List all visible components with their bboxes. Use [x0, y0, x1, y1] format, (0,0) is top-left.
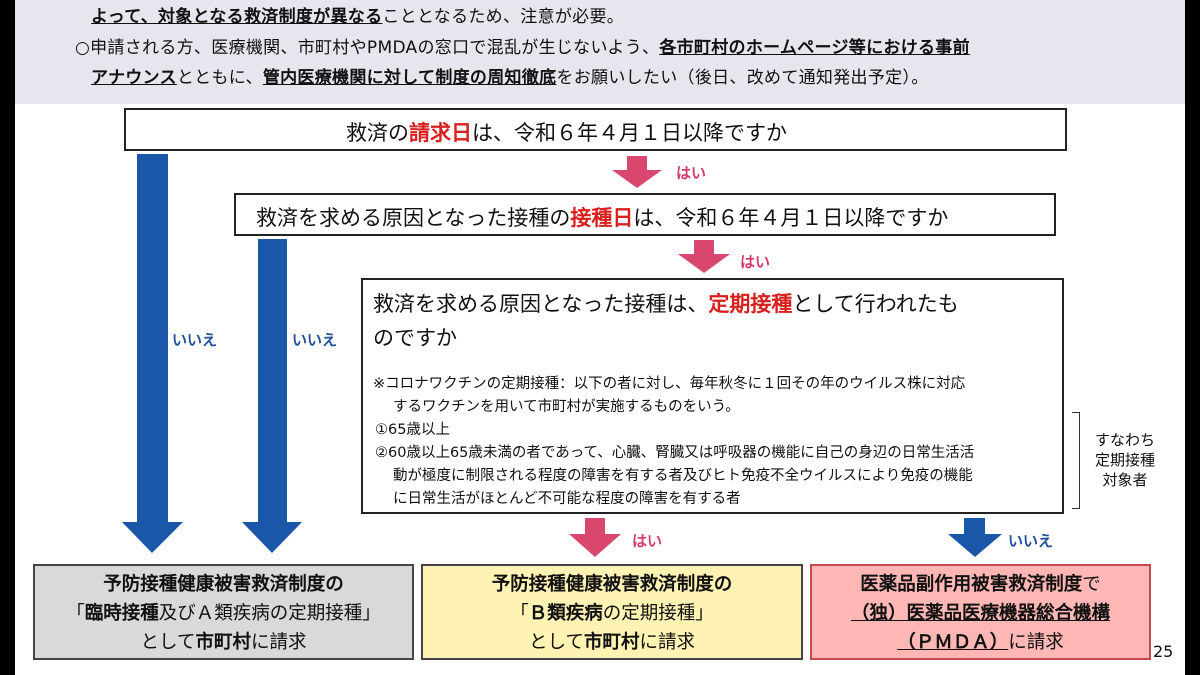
bracket-label: すなわち 定期接種 対象者 — [1086, 430, 1164, 490]
result-title: 予防接種健康被害救済制度の — [491, 574, 733, 595]
notice-text: をお願いしたい（後日、改めて通知発出予定）。 — [556, 68, 929, 88]
notice-text: こととなるため、注意が必要。 — [382, 7, 625, 27]
result-pmda-relief: 医薬品副作用被害救済制度で （独）医薬品医療機器総合機構 （ＰＭＤＡ）に請求 — [810, 564, 1151, 660]
criteria-item-1: ①65歳以上 — [375, 422, 450, 438]
result-emphasis: 市町村 — [583, 632, 640, 653]
text-part: 救済を求める原因となった接種は、 — [373, 292, 709, 316]
question-line-2: のですか — [373, 326, 457, 350]
yes-label-1: はい — [676, 164, 707, 182]
no-label-3: いいえ — [1008, 532, 1054, 550]
notice-emphasis: よって、対象となる救済制度が異なる — [91, 7, 383, 27]
notice-emphasis: 各市町村のホームページ等における事前 — [659, 38, 970, 58]
bracket-label-line: 定期接種 — [1094, 451, 1155, 469]
result-line: （ＰＭＤＡ）に請求 — [812, 628, 1149, 657]
bracket-label-line: すなわち — [1094, 431, 1155, 449]
notice-line-2: ○申請される方、医療機関、市町村やPMDAの窓口で混乱が生じないよう、各市町村の… — [75, 33, 970, 58]
highlight-text: 請求日 — [409, 121, 472, 145]
right-frame-bar — [1185, 0, 1200, 675]
text-part: に請求 — [639, 632, 695, 653]
highlight-text: 接種日 — [570, 206, 634, 230]
result-title: 予防接種健康被害救済制度の — [103, 574, 344, 595]
result-emphasis: 臨時接種 — [84, 603, 159, 624]
result-line: 「臨時接種及びＡ類疾病の定期接種」 — [35, 599, 412, 628]
question-text: 救済を求める原因となった接種の接種日は、令和６年４月１日以降ですか — [256, 202, 948, 232]
question-vaccination-date: 救済を求める原因となった接種の接種日は、令和６年４月１日以降ですか — [234, 193, 1056, 236]
no-label-2: いいえ — [292, 331, 338, 349]
left-frame-bar — [0, 0, 15, 675]
result-line: として市町村に請求 — [423, 628, 801, 657]
text-part: は、令和６年４月１日以降ですか — [633, 206, 949, 230]
page-number: 25 — [1153, 642, 1174, 661]
yes-arrow-2 — [678, 240, 730, 273]
result-emphasis: Ｂ類疾病 — [528, 603, 603, 624]
note-line-2: するワクチンを用いて市町村が実施するものをいう。 — [393, 399, 740, 415]
notice-text: とともに、 — [176, 68, 263, 88]
result-line: として市町村に請求 — [35, 628, 412, 657]
text-part: 」 — [362, 603, 381, 624]
pmda-abbrev: （ＰＭＤＡ） — [897, 632, 1009, 653]
text-part: 及びＡ類疾病の定期接種 — [158, 603, 363, 624]
result-line: 予防接種健康被害救済制度の — [35, 570, 412, 599]
result-line: 「Ｂ類疾病の定期接種」 — [423, 599, 801, 628]
no-arrow-1 — [122, 154, 183, 553]
notice-emphasis: 管内医療機関に対して制度の周知徹底 — [262, 68, 557, 88]
text-part: として行われたも — [792, 292, 959, 316]
bracket-label-line: 対象者 — [1102, 471, 1148, 489]
text-part: として — [140, 632, 196, 653]
result-line: 医薬品副作用被害救済制度で — [812, 570, 1149, 599]
question-line-1: 救済を求める原因となった接種は、定期接種として行われたも — [373, 288, 959, 318]
question-text: 救済の請求日は、令和６年４月１日以降ですか — [346, 117, 787, 147]
criteria-bracket — [1072, 412, 1080, 509]
criteria-item-2: ②60歳以上65歳未満の者であって、心臓、腎臓又は呼吸器の機能に自己の身辺の日常… — [375, 445, 975, 461]
notice-emphasis: アナウンス — [91, 68, 177, 88]
text-part: 「 — [66, 603, 85, 624]
result-local-relief: 予防接種健康被害救済制度の 「臨時接種及びＡ類疾病の定期接種」 として市町村に請… — [33, 564, 414, 660]
text-part: 救済の — [346, 121, 409, 145]
yes-label-3: はい — [632, 532, 663, 550]
text-part: 「 — [510, 603, 529, 624]
text-part: として — [529, 632, 584, 653]
result-title: 医薬品副作用被害救済制度 — [860, 574, 1083, 595]
notice-line-1: よって、対象となる救済制度が異なることとなるため、注意が必要。 — [91, 2, 624, 27]
text-part: は、令和６年４月１日以降ですか — [472, 121, 787, 145]
yes-label-2: はい — [740, 253, 771, 271]
result-line: （独）医薬品医療機器総合機構 — [812, 599, 1149, 628]
highlight-text: 定期接種 — [708, 292, 793, 316]
text-part: に請求 — [1008, 632, 1064, 653]
criteria-item-2-cont: 動が極度に制限される程度の障害を有する者及びヒト免疫不全ウイルスにより免疫の機能 — [393, 468, 973, 484]
question-routine-vaccination: 救済を求める原因となった接種は、定期接種として行われたも のですか ※コロナワク… — [361, 278, 1064, 514]
yes-arrow-3 — [569, 518, 621, 557]
question-claim-date: 救済の請求日は、令和６年４月１日以降ですか — [124, 108, 1067, 151]
no-arrow-3 — [948, 518, 1002, 557]
no-label-1: いいえ — [172, 331, 218, 349]
text-part: に請求 — [250, 632, 307, 653]
result-line: 予防接種健康被害救済制度の — [423, 570, 801, 599]
yes-arrow-1 — [612, 156, 662, 188]
text-part: の定期接種」 — [602, 603, 714, 624]
notice-text: ○申請される方、医療機関、市町村やPMDAの窓口で混乱が生じないよう、 — [75, 38, 660, 58]
text-part: 救済を求める原因となった接種の — [256, 206, 571, 230]
pmda-name: （独）医薬品医療機器総合機構 — [850, 603, 1110, 624]
no-arrow-2 — [242, 239, 302, 553]
text-part: で — [1082, 574, 1101, 595]
result-b-class-relief: 予防接種健康被害救済制度の 「Ｂ類疾病の定期接種」 として市町村に請求 — [421, 564, 803, 660]
notice-panel: よって、対象となる救済制度が異なることとなるため、注意が必要。 ○申請される方、… — [15, 0, 1185, 104]
notice-line-3: アナウンスとともに、管内医療機関に対して制度の周知徹底をお願いしたい（後日、改め… — [91, 63, 929, 88]
criteria-item-2-cont: に日常生活がほとんど不可能な程度の障害を有する者 — [393, 491, 741, 507]
note-line-1: ※コロナワクチンの定期接種：以下の者に対し、毎年秋冬に１回その年のウイルス株に対… — [373, 376, 966, 392]
result-emphasis: 市町村 — [195, 632, 251, 653]
